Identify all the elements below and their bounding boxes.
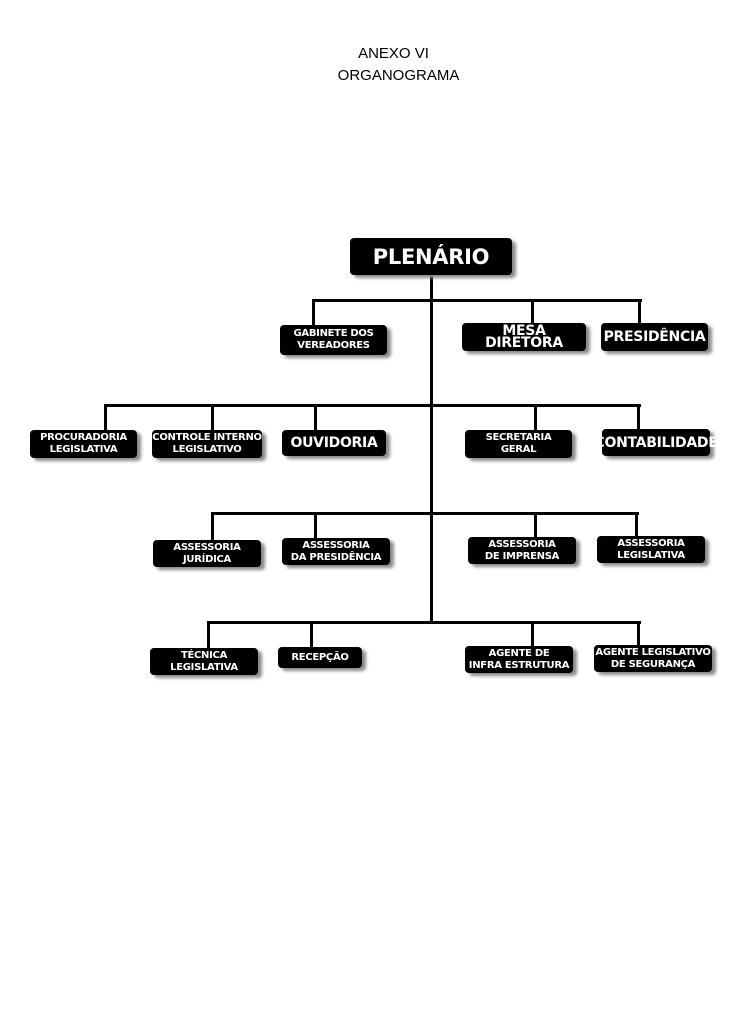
row1-bar [312, 299, 642, 302]
row4-bar [207, 621, 641, 624]
node-assessoria-legislativa: ASSESSORIA LEGISLATIVA [597, 536, 705, 563]
node-agente-infra-estrutura: AGENTE DE INFRA ESTRUTURA [465, 646, 573, 673]
node-assessoria-presidencia: ASSESSORIA DA PRESIDÊNCIA [282, 538, 390, 565]
connector [534, 512, 537, 537]
node-assessoria-juridica: ASSESSORIA JURÍDICA [153, 540, 261, 567]
connector [211, 404, 214, 430]
node-gabinete-dos-vereadores: GABINETE DOS VEREADORES [280, 325, 387, 355]
node-contabilidade: CONTABILIDADE [595, 429, 718, 456]
node-recepcao: RECEPÇÃO [278, 647, 362, 668]
node-agente-seguranca: AGENTE LEGISLATIVO DE SEGURANÇA [594, 645, 712, 672]
node-assessoria-imprensa: ASSESSORIA DE IMPRENSA [468, 537, 576, 564]
connector [207, 621, 210, 648]
connector [211, 512, 214, 540]
node-tecnica-legislativa: TÉCNICA LEGISLATIVA [150, 648, 258, 675]
node-procuradoria: PROCURADORIA LEGISLATIVA [30, 430, 137, 458]
connector [104, 404, 107, 430]
connector [312, 299, 315, 325]
node-plenario: PLENÁRIO [350, 238, 512, 275]
node-mesa-diretora: MESA DIRETORA [462, 323, 586, 351]
connector [637, 621, 640, 645]
connector [310, 621, 313, 647]
trunk-line [430, 275, 433, 624]
connector [637, 404, 640, 429]
connector [531, 299, 534, 323]
connector [534, 404, 537, 430]
node-secretaria-geral: SECRETARIA GERAL [465, 430, 572, 458]
row3-bar [211, 512, 639, 515]
connector [638, 299, 641, 323]
node-ouvidoria: OUVIDORIA [282, 430, 386, 456]
connector [314, 404, 317, 430]
page-title: ORGANOGRAMA [337, 67, 460, 84]
connector [531, 621, 534, 646]
row2-bar [104, 404, 641, 407]
node-presidencia: PRESIDÊNCIA [601, 323, 708, 351]
connector [314, 512, 317, 538]
annex-label: ANEXO VI [358, 45, 429, 62]
node-controle-interno: CONTROLE INTERNO LEGISLATIVO [152, 430, 262, 458]
connector [635, 512, 638, 536]
